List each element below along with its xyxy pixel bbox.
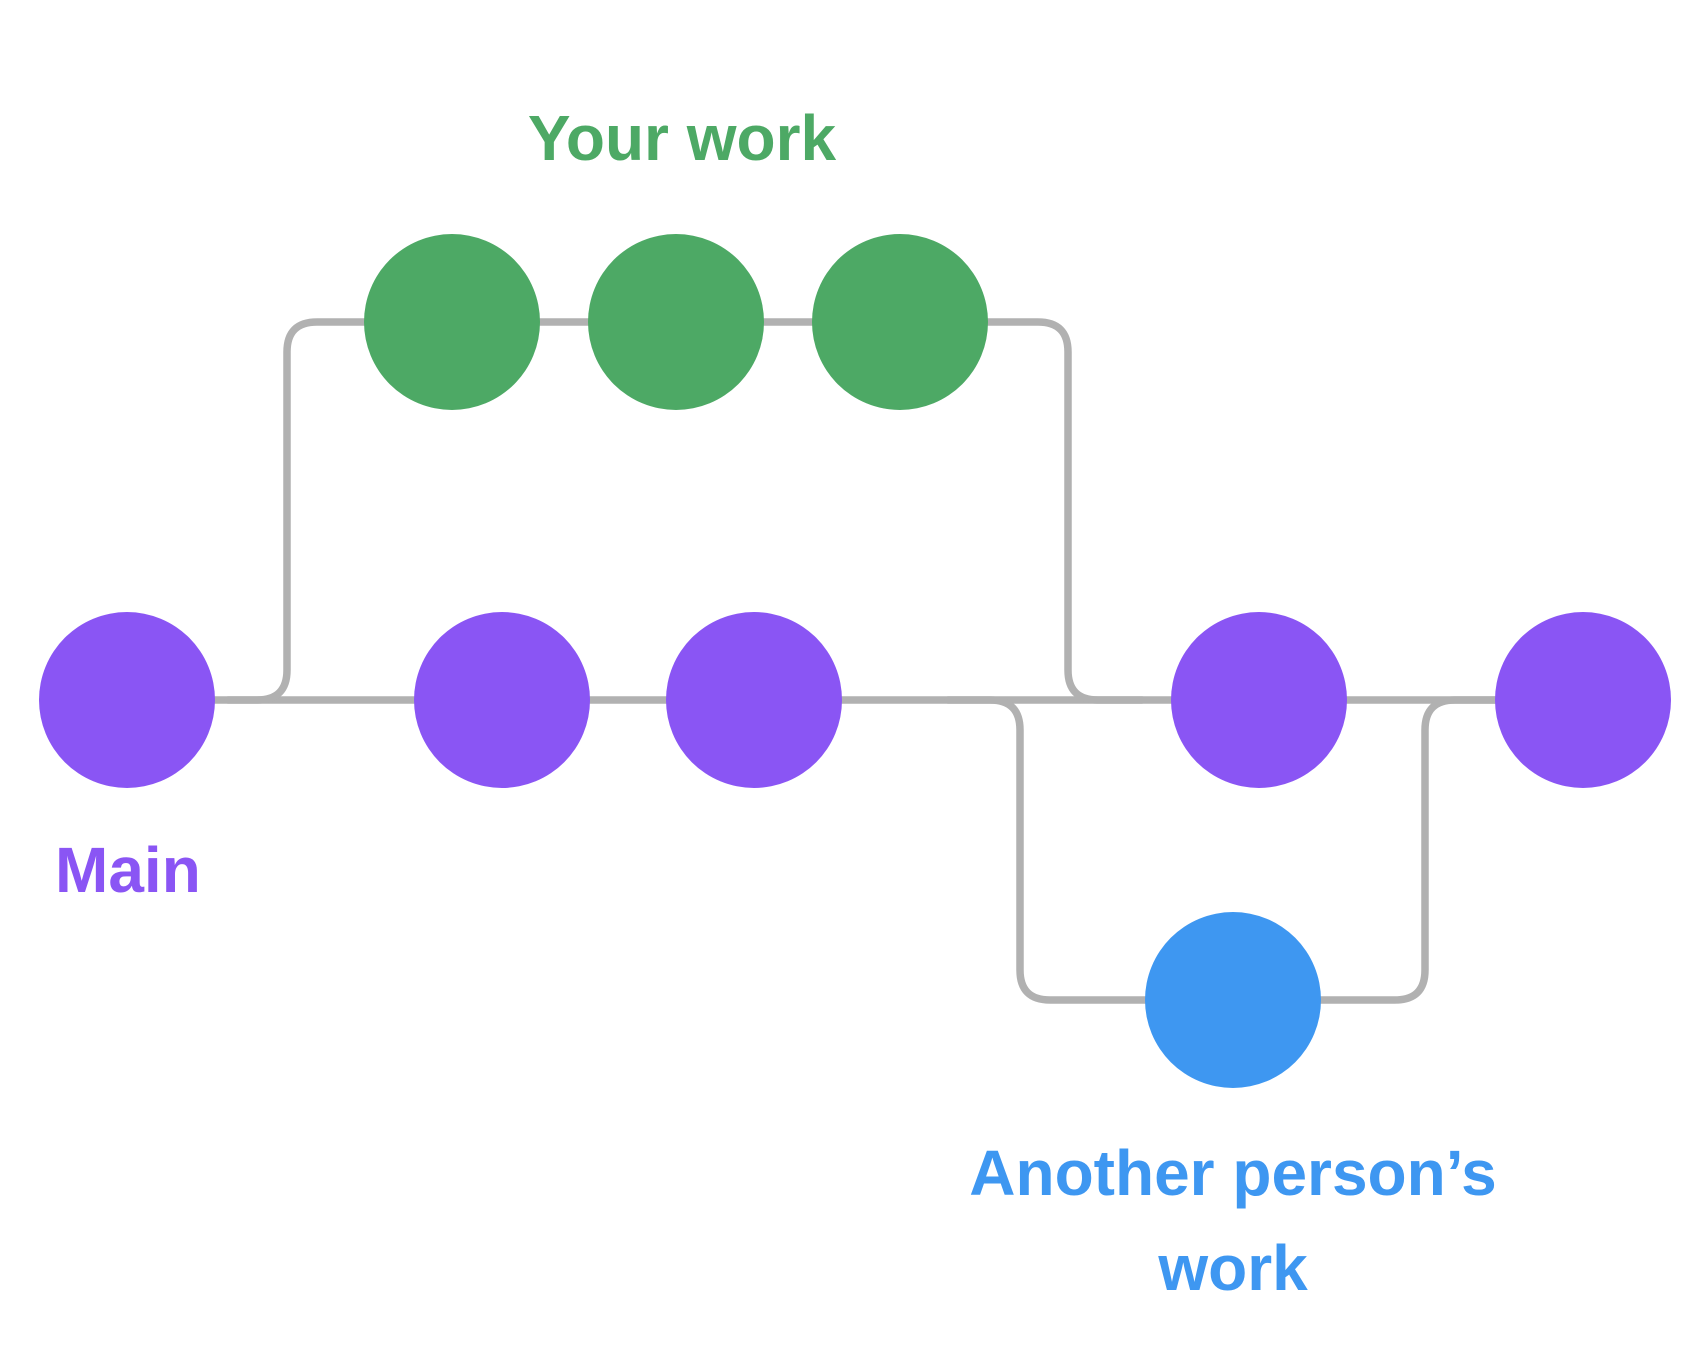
commit-node-another-person-1 [1145,912,1321,1088]
commit-node-main-4 [1171,612,1347,788]
commit-node-your-work-3 [812,234,988,410]
commit-node-your-work-2 [588,234,764,410]
commit-node-main-3 [666,612,842,788]
branch-label-another-person: Another person’s work [969,1137,1497,1304]
commit-node-your-work-1 [364,234,540,410]
branch-label-your-work: Your work [527,102,837,174]
commit-node-main-2 [414,612,590,788]
branch-label-main: Main [55,834,201,906]
commit-node-main-5 [1495,612,1671,788]
commit-node-main-1 [39,612,215,788]
